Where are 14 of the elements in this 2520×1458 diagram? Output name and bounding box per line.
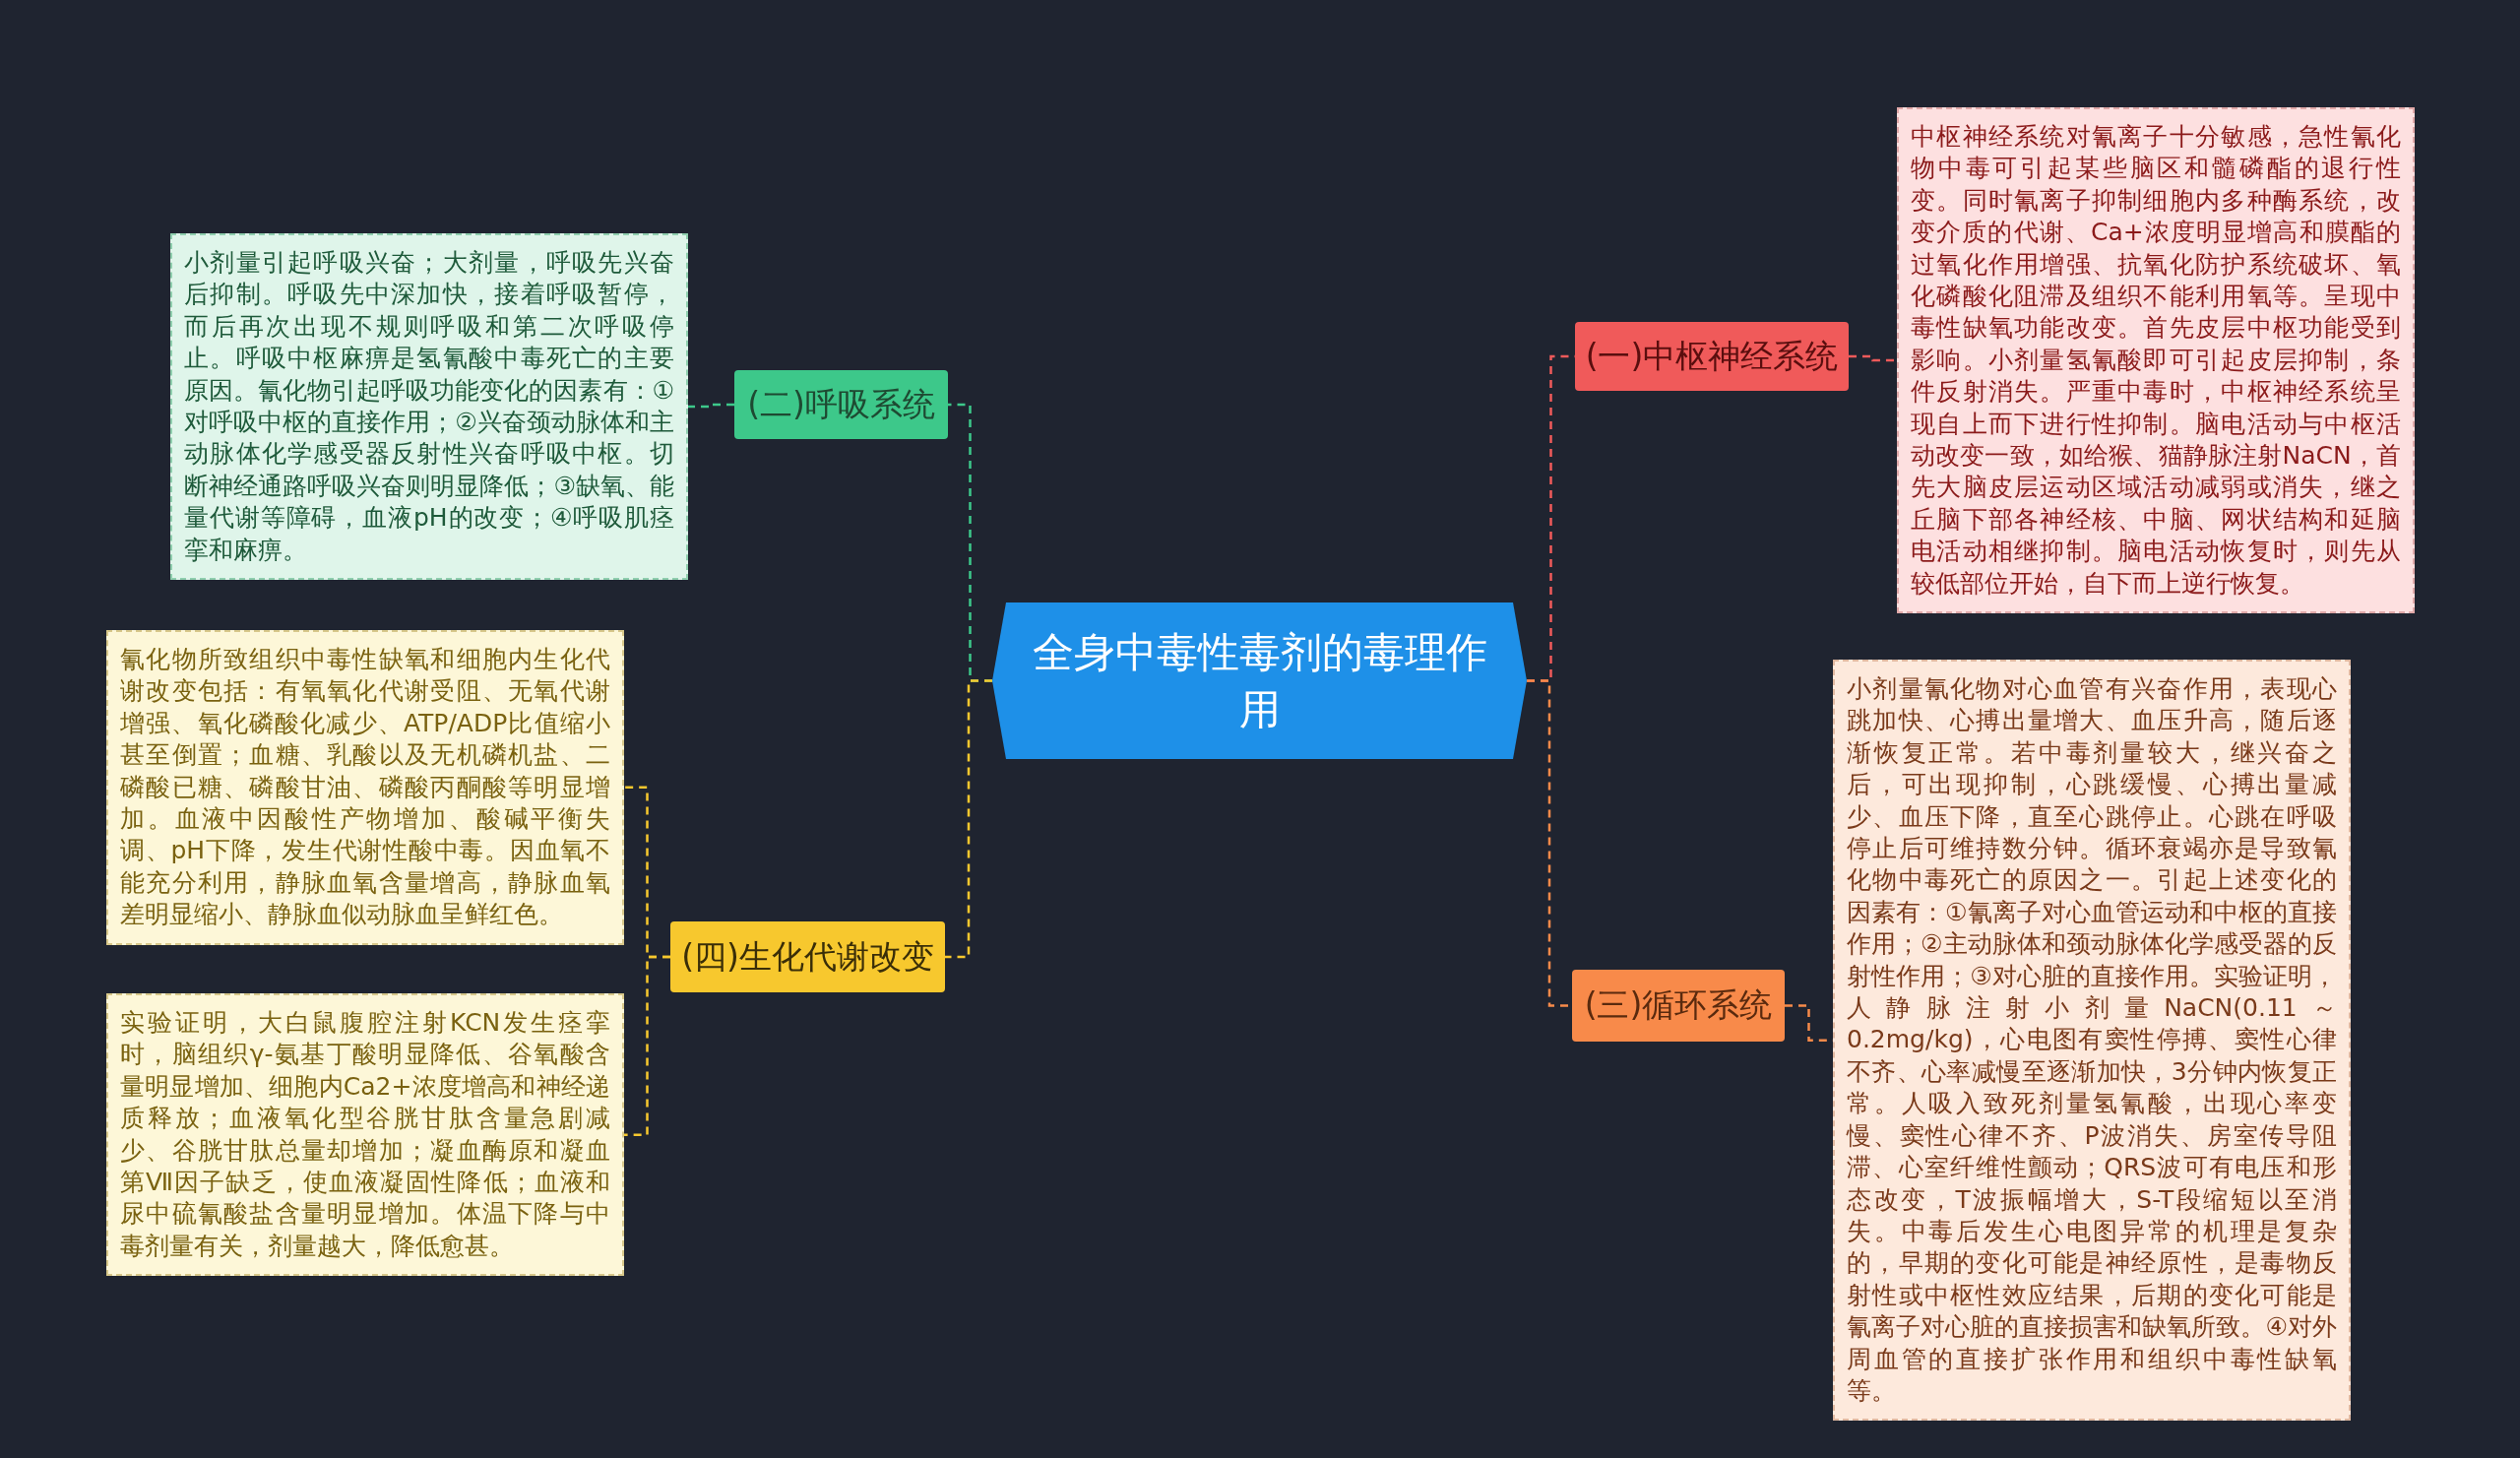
connector <box>1849 354 1897 362</box>
category-box: (二)呼吸系统 <box>734 370 948 439</box>
category-box: (四)生化代谢改变 <box>670 921 945 992</box>
connector <box>945 679 992 959</box>
connector <box>688 403 734 409</box>
note-box: 小剂量氰化物对心血管有兴奋作用，表现心跳加快、心搏出量增大、血压升高，随后逐渐恢复正常。若中毒剂量较大，继兴奋之后，可出现抑制，心跳缓慢、心搏出量减少、血压下降，直至心跳停止。心跳在呼吸停止后可维持数分钟。循环衰竭亦是导致氰化物中毒死亡的原因之一。引起上述变化的因素有：①氰离子对心血管运动和中枢的直接作用；②主动脉体和颈动脉体化学感受器的反射性作用；③对心脏的直接作用。实验证明，人静脉注射小剂量NaCN(0.11～0.2mg/kg)，心电图有窦性停搏、窦性心律不齐、心率减慢至逐渐加快，3分钟内恢复正常。人吸入致死剂量氢氰酸，出现心率变慢、窦性心律不齐、P波消失、房室传导阻滞、心室纤维性颤动；QRS波可有电压和形态改变，T波振幅增大，S-T段缩短以至消失。中毒后发生心电图异常的机理是复杂的，早期的变化可能是神经原性，是毒物反射性或中枢性效应结果，后期的变化可能是氰离子对心脏的直接损害和缺氧所致。④对外周血管的直接扩张作用和组织中毒性缺氧等。 <box>1833 660 2351 1422</box>
category-box: (一)中枢神经系统 <box>1575 322 1849 391</box>
central-topic: 全身中毒性毒剂的毒理作用 <box>992 602 1527 759</box>
note-box: 实验证明，大白鼠腹腔注射KCN发生痉挛时，脑组织γ-氨基丁酸明显降低、谷氧酸含量明显增加、细胞内Ca2+浓度增高和神经递质释放；血液氧化型谷胱甘肽含量急剧减少、谷胱甘肽总量却增加；凝血酶原和凝血第Ⅶ因子缺乏，使血液凝固性降低；血液和尿中硫氰酸盐含量明显增加。体温下降与中毒剂量有关，剂量越大，降低愈甚。 <box>106 993 624 1277</box>
category-box: (三)循环系统 <box>1572 970 1785 1042</box>
note-box: 氰化物所致组织中毒性缺氧和细胞内生化代谢改变包括：有氧氧化代谢受阻、无氧代谢增强、氧化磷酸化减少、ATP/ADP比值缩小甚至倒置；血糖、乳酸以及无机磷机盐、二磷酸已糖、磷酸甘油、磷酸丙酮酸等明显增加。血液中因酸性产物增加、酸碱平衡失调、pH下降，发生代谢性酸中毒。因血氧不能充分利用，静脉血氧含量增高，静脉血氧差明显缩小、静脉血似动脉血呈鲜红色。 <box>106 630 624 945</box>
note-box: 中枢神经系统对氰离子十分敏感，急性氰化物中毒可引起某些脑区和髓磷酯的退行性变。同时氰离子抑制细胞内多种酶系统，改变介质的代谢、Ca+浓度明显增高和膜酯的过氧化作用增强、抗氧化防护系统破坏、氧化磷酸化阻滞及组织不能利用氧等。呈现中毒性缺氧功能改变。首先皮层中枢功能受到影响。小剂量氢氰酸即可引起皮层抑制，条件反射消失。严重中毒时，中枢神经系统呈现自上而下进行性抑制。脑电活动与中枢活动改变一致，如给猴、猫静脉注射NaCN，首先大脑皮层运动区域活动减弱或消失，继之丘脑下部各神经核、中脑、网状结构和延脑电活动相继抑制。脑电活动恢复时，则先从较低部位开始，自下而上逆行恢复。 <box>1897 107 2415 614</box>
connector <box>624 955 670 1136</box>
note-box: 小剂量引起呼吸兴奋；大剂量，呼吸先兴奋后抑制。呼吸先中深加快，接着呼吸暂停，而后再次出现不规则呼吸和第二次呼吸停止。呼吸中枢麻痹是氢氰酸中毒死亡的主要原因。氰化物引起呼吸功能变化的因素有：①对呼吸中枢的直接作用；②兴奋颈动脉体和主动脉体化学感受器反射性兴奋呼吸中枢。切断神经通路呼吸兴奋则明显降低；③缺氧、能量代谢等障碍，血液pH的改变；④呼吸肌痉挛和麻痹。 <box>170 233 688 581</box>
